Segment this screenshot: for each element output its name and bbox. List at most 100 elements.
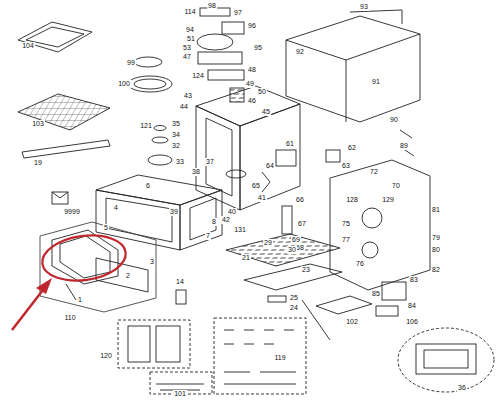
door-choke (190, 198, 216, 240)
air-guide (230, 88, 244, 102)
cavity-side (240, 104, 300, 210)
callout-number: 19 (33, 159, 43, 167)
callout-number: 65 (251, 182, 261, 190)
callout-number: 29 (263, 239, 273, 247)
callout-number: 42 (221, 216, 231, 224)
callout-number: 44 (179, 103, 189, 111)
bracket (262, 172, 270, 192)
detail-panel (416, 344, 476, 374)
callout-number: 92 (295, 48, 305, 56)
coupler (154, 126, 166, 131)
callout-number: 47 (182, 53, 192, 61)
callout-number: 3 (149, 258, 155, 266)
callout-number: 43 (183, 92, 193, 100)
callout-number: 70 (391, 182, 401, 190)
callout-number: 96 (247, 22, 257, 30)
callout-number: 45 (261, 108, 271, 116)
callout-number: 84 (407, 302, 417, 310)
callout-number: 33 (175, 158, 185, 166)
callout-number: 124 (191, 72, 205, 80)
blower-housing (222, 22, 244, 34)
roller (152, 137, 168, 143)
stirrer (148, 155, 172, 165)
callout-number: 21 (241, 254, 251, 262)
callout-number: 6 (145, 182, 151, 190)
callout-number: 63 (341, 162, 351, 170)
capacitor (326, 150, 340, 162)
callout-number: 51 (186, 35, 196, 43)
chassis-side (330, 160, 430, 290)
screw-kit-box (214, 318, 306, 394)
highlight-arrowhead (36, 278, 52, 294)
callout-number: 8 (211, 218, 217, 226)
detail-panel-inner (424, 350, 468, 368)
callout-number: 129 (381, 196, 395, 204)
callout-number: 7 (205, 232, 211, 240)
bottom-plate (244, 264, 342, 290)
callout-number: 4 (113, 204, 119, 212)
cavity-top (196, 86, 300, 126)
wire-rack (18, 94, 110, 130)
callout-number: 72 (369, 168, 379, 176)
callout-number: 81 (431, 206, 441, 214)
door-frame (96, 190, 180, 250)
callout-number: 106 (405, 318, 419, 326)
filter (376, 306, 398, 316)
callout-number: 64 (265, 162, 275, 170)
callout-number: 40 (227, 208, 237, 216)
callout-number: 2 (125, 272, 131, 280)
callout-number: 76 (355, 260, 365, 268)
callout-number: 30 (287, 246, 297, 254)
callout-number: 62 (347, 144, 357, 152)
callout-number: 114 (183, 8, 196, 16)
wrapper-edges (286, 34, 420, 122)
callout-number: 50 (257, 88, 267, 96)
callout-number: 69 (291, 236, 301, 244)
callout-number: 25 (289, 294, 299, 302)
display-board (156, 326, 180, 362)
outer-wrapper (286, 16, 420, 122)
grease-filter (316, 296, 372, 314)
turntable-motor (226, 170, 246, 178)
callout-number: 77 (341, 236, 351, 244)
wire-harness (400, 130, 414, 156)
callout-number: 14 (175, 278, 185, 286)
sensor (176, 290, 186, 304)
callout-number: 48 (247, 66, 257, 74)
interlock-switches (282, 206, 292, 234)
control-group-box (118, 320, 190, 368)
callout-number: 100 (117, 80, 131, 88)
callout-number: 85 (371, 290, 381, 298)
callout-number: 35 (171, 120, 181, 128)
callout-number: 119 (273, 354, 286, 362)
envelope-flap (52, 192, 68, 198)
door-top (96, 175, 222, 205)
callout-number: 82 (431, 266, 441, 274)
callout-number: 80 (431, 246, 441, 254)
callout-number: 102 (345, 318, 359, 326)
filter-clip (268, 296, 286, 302)
tray-lid (18, 22, 92, 52)
magnetron-duct (198, 52, 242, 64)
callout-number: 37 (205, 158, 215, 166)
callout-number: 41 (257, 194, 267, 202)
cavity-opening (206, 118, 232, 196)
callout-number: 38 (191, 168, 201, 176)
motor (362, 242, 378, 258)
bottom-grille (226, 234, 340, 266)
callout-number: 23 (301, 266, 311, 274)
callout-number: 91 (371, 78, 381, 86)
callout-number: 98 (207, 2, 217, 10)
callout-number: 99 (126, 59, 136, 67)
transformer (276, 150, 296, 166)
callout-number: 75 (341, 220, 351, 228)
mounting-bracket (350, 10, 402, 24)
callout-number: 89 (399, 142, 409, 150)
highlight-arrow (12, 286, 46, 330)
callout-number: 67 (297, 220, 307, 228)
screws (224, 330, 296, 384)
callout-number: 53 (182, 44, 192, 52)
keypad (128, 326, 150, 362)
callout-number: 104 (21, 42, 35, 50)
